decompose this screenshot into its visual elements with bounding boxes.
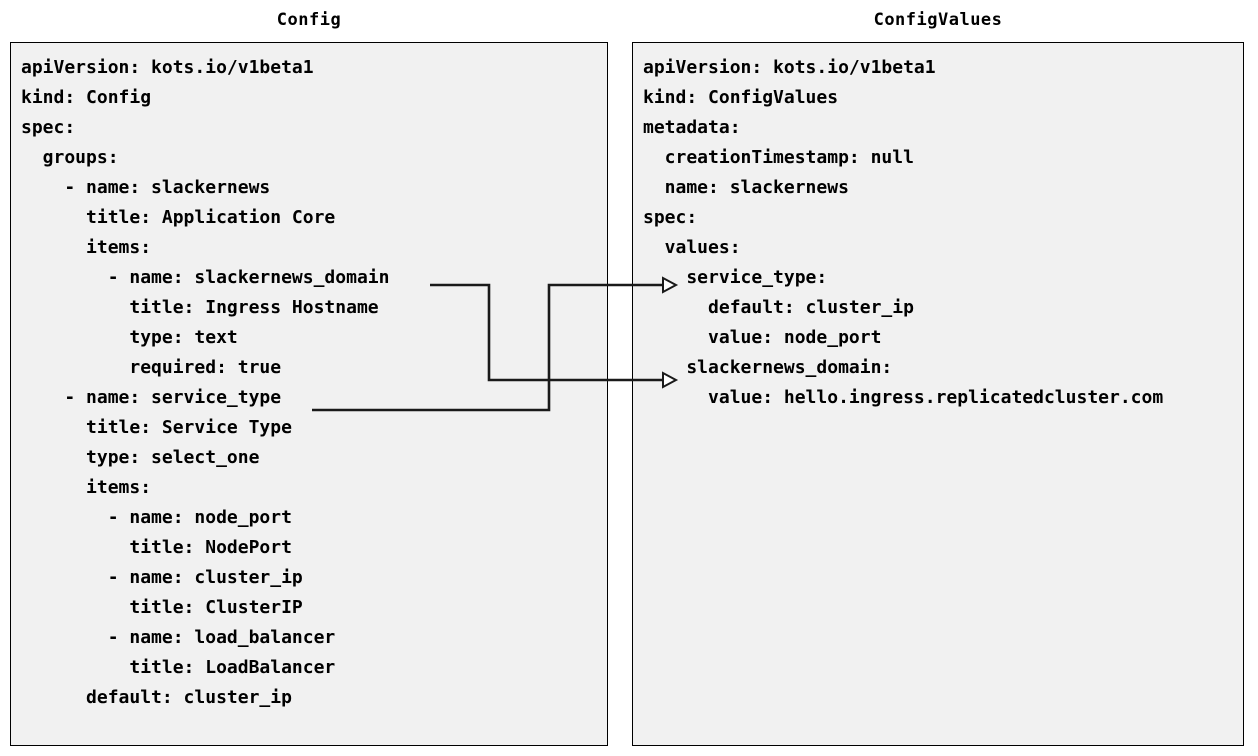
values-line: value: node_port bbox=[643, 327, 882, 348]
config-line: title: Service Type bbox=[21, 417, 292, 438]
values-line: kind: ConfigValues bbox=[643, 87, 839, 108]
config-line: - name: node_port bbox=[21, 507, 292, 528]
config-line: items: bbox=[21, 477, 152, 498]
config-line: title: ClusterIP bbox=[21, 597, 303, 618]
values-line: default: cluster_ip bbox=[643, 297, 914, 318]
values-line: name: slackernews bbox=[643, 177, 849, 198]
config-yaml-code: apiVersion: kots.io/v1beta1 kind: Config s… bbox=[21, 53, 603, 713]
values-line: value: hello.ingress.replicatedcluster.c… bbox=[643, 387, 1164, 408]
config-line: title: LoadBalancer bbox=[21, 657, 336, 678]
config-line: type: text bbox=[21, 327, 238, 348]
config-line: - name: cluster_ip bbox=[21, 567, 303, 588]
config-line: kind: Config bbox=[21, 87, 152, 108]
config-line: - name: load_balancer bbox=[21, 627, 336, 648]
values-line: slackernews_domain: bbox=[643, 357, 893, 378]
values-line: spec: bbox=[643, 207, 698, 228]
config-line: - name: service_type bbox=[21, 387, 282, 408]
config-yaml-panel: apiVersion: kots.io/v1beta1 kind: Config s… bbox=[10, 42, 608, 746]
config-panel-title: Config bbox=[276, 10, 342, 30]
config-line: title: NodePort bbox=[21, 537, 292, 558]
configvalues-panel-title: ConfigValues bbox=[873, 10, 1003, 30]
config-line: required: true bbox=[21, 357, 282, 378]
config-line: default: cluster_ip bbox=[21, 687, 292, 708]
values-line: apiVersion: kots.io/v1beta1 bbox=[643, 57, 936, 78]
configvalues-yaml-code: apiVersion: kots.io/v1beta1 kind: ConfigV… bbox=[643, 53, 1239, 413]
values-line: service_type: bbox=[643, 267, 828, 288]
config-line: groups: bbox=[21, 147, 119, 168]
values-line: values: bbox=[643, 237, 741, 258]
configvalues-yaml-panel: apiVersion: kots.io/v1beta1 kind: ConfigV… bbox=[632, 42, 1244, 746]
config-line: type: select_one bbox=[21, 447, 260, 468]
values-line: creationTimestamp: null bbox=[643, 147, 914, 168]
config-line: - name: slackernews bbox=[21, 177, 271, 198]
config-line: items: bbox=[21, 237, 152, 258]
config-line: spec: bbox=[21, 117, 76, 138]
config-line: title: Application Core bbox=[21, 207, 336, 228]
config-line: apiVersion: kots.io/v1beta1 bbox=[21, 57, 314, 78]
config-line: title: Ingress Hostname bbox=[21, 297, 379, 318]
config-line: - name: slackernews_domain bbox=[21, 267, 390, 288]
values-line: metadata: bbox=[643, 117, 741, 138]
